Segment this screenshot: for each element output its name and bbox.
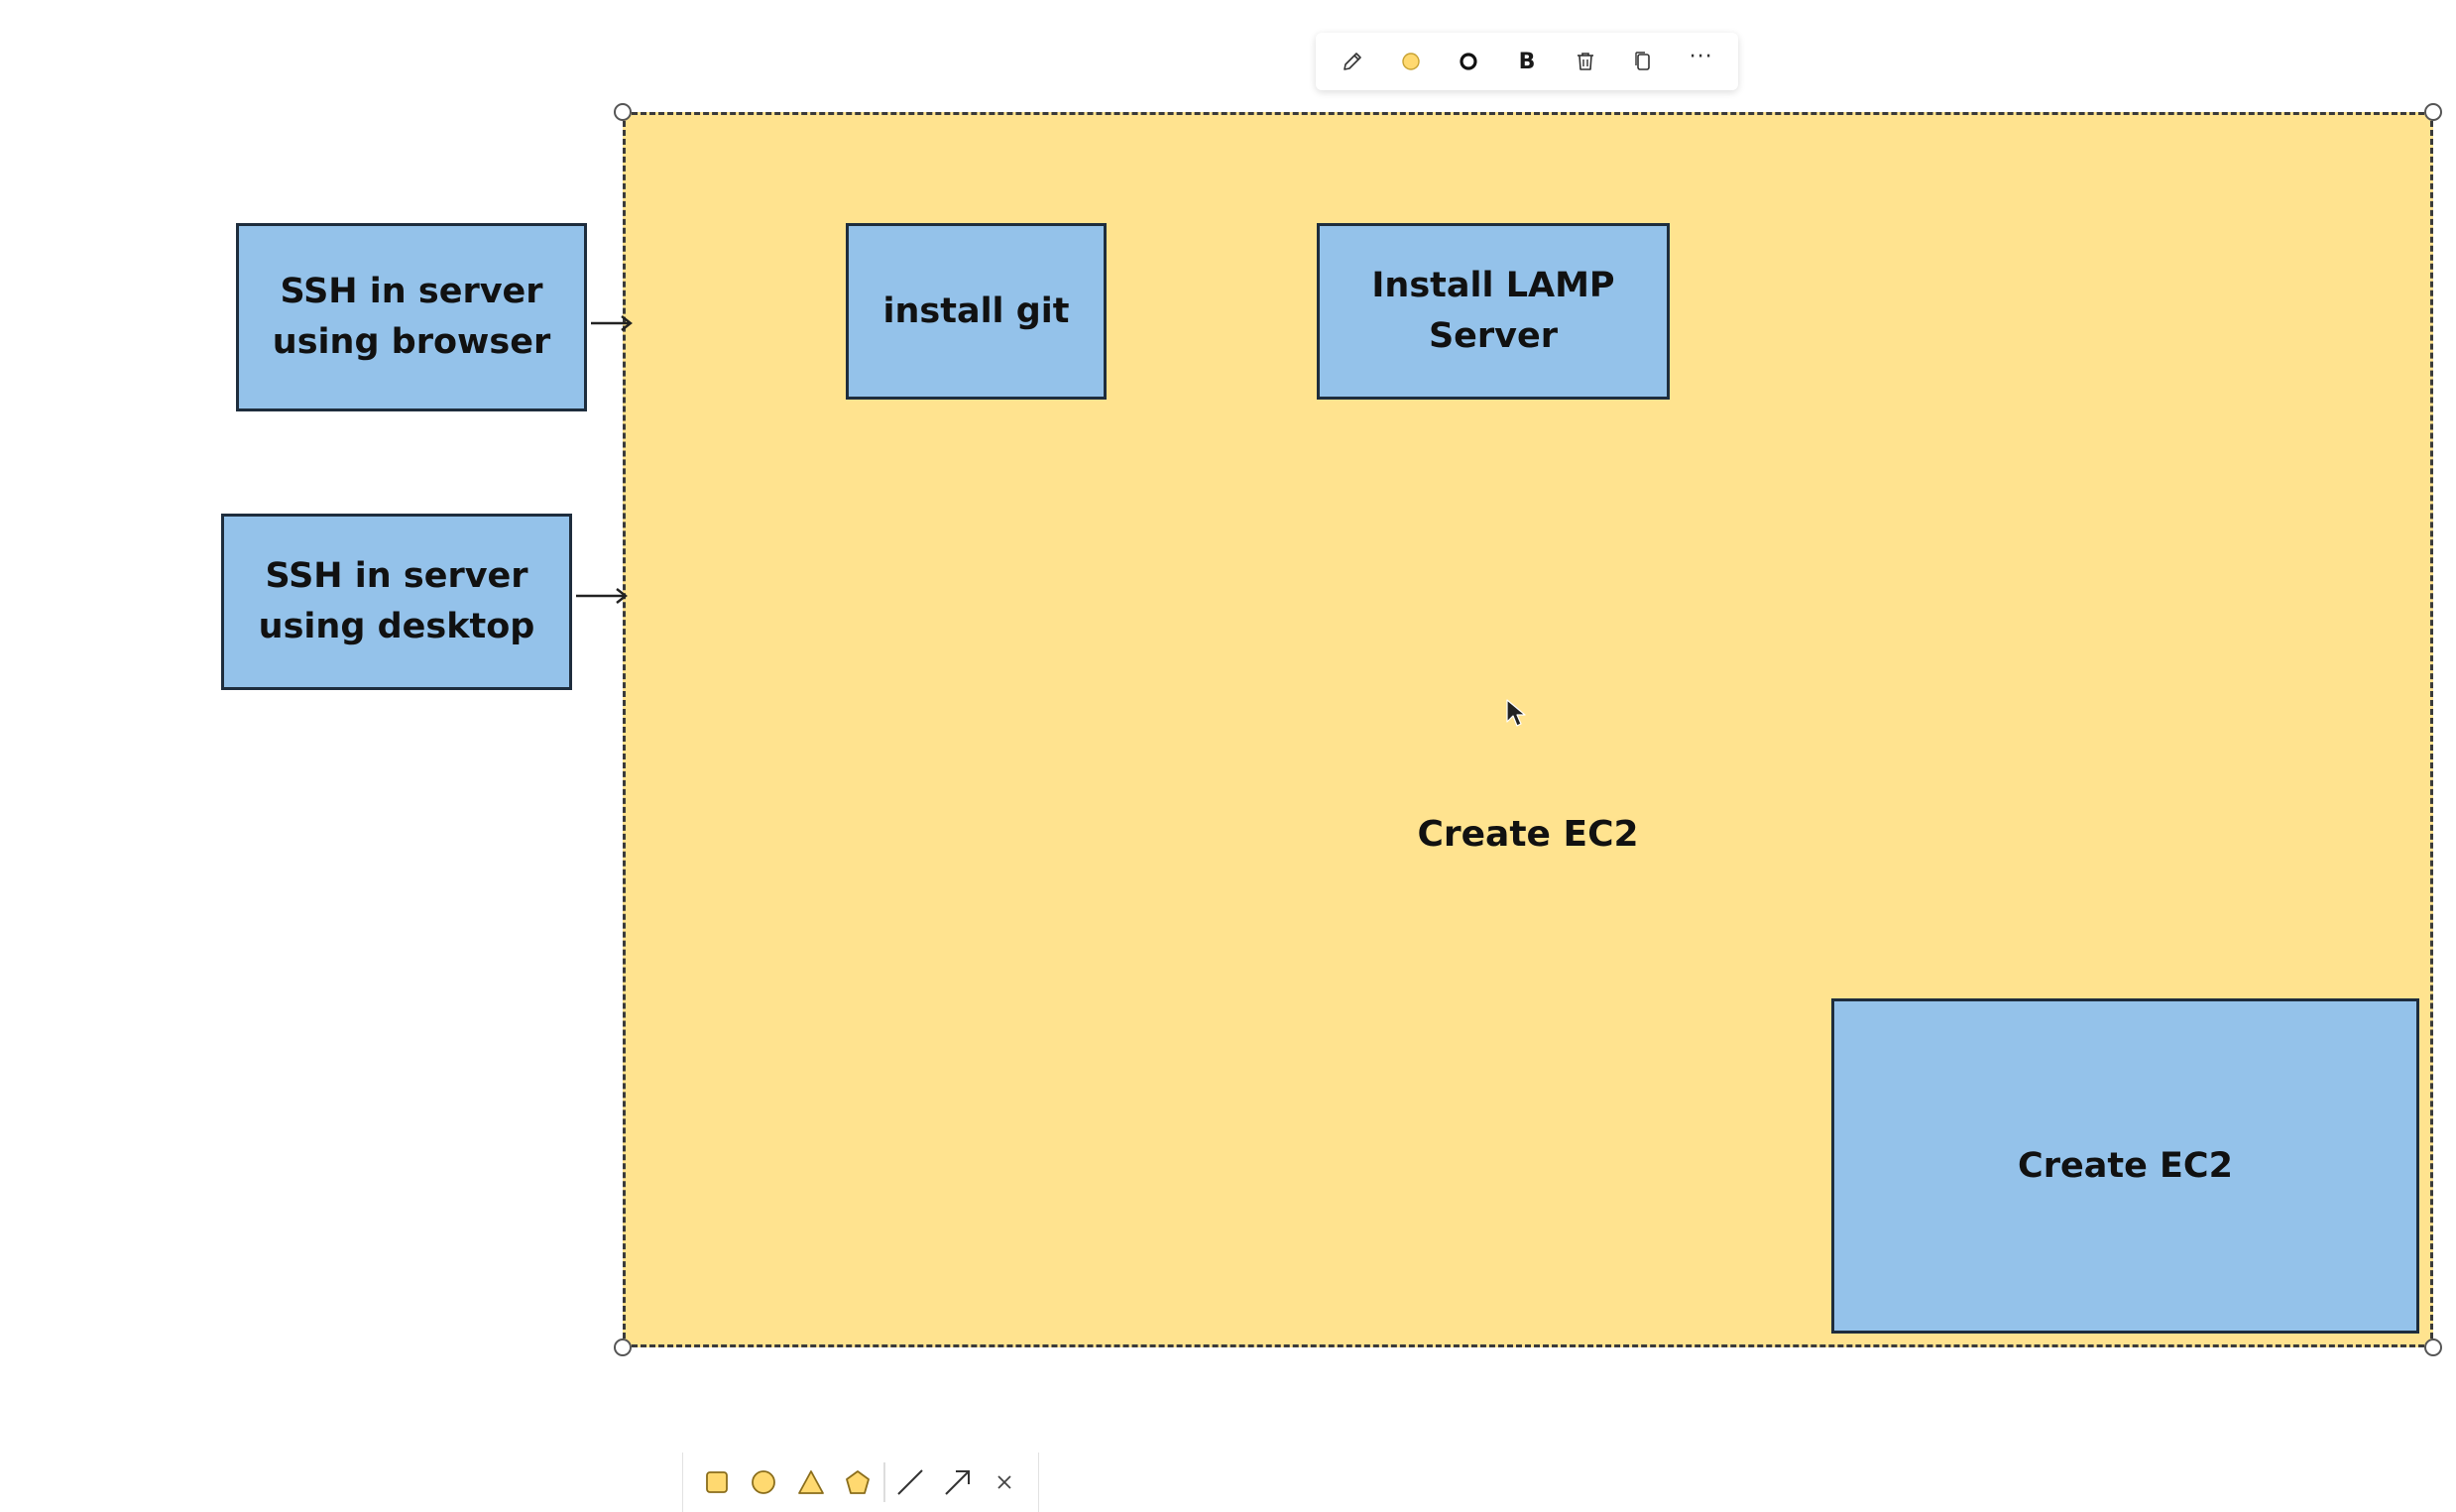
arrow-connector[interactable] (589, 313, 635, 333)
ssh-browser-box[interactable]: SSH in server using browser (236, 223, 587, 411)
frame-label: Create EC2 (1417, 814, 1639, 855)
install-lamp-line2: Server (1428, 316, 1558, 356)
border-color-icon[interactable] (1449, 42, 1488, 81)
pencil-icon[interactable] (1333, 42, 1372, 81)
install-git-box[interactable]: install git (846, 223, 1107, 400)
resize-handle-bottom-left[interactable] (614, 1338, 632, 1356)
shape-insert-toolbar (682, 1453, 1039, 1512)
triangle-icon[interactable] (787, 1457, 834, 1507)
install-lamp-line1: Install LAMP (1371, 266, 1615, 306)
more-label: ··· (1689, 45, 1713, 69)
ssh-desktop-line2: using desktop (258, 607, 535, 646)
ssh-browser-line2: using browser (272, 322, 551, 362)
mouse-cursor-icon (1506, 699, 1526, 727)
line-icon[interactable] (887, 1457, 934, 1507)
create-ec2-label: Create EC2 (2018, 1145, 2233, 1186)
trash-icon[interactable] (1566, 42, 1605, 81)
close-icon[interactable] (982, 1457, 1028, 1507)
resize-handle-top-left[interactable] (614, 103, 632, 121)
toolbar-divider (882, 1462, 885, 1502)
shape-format-toolbar: B ··· (1316, 33, 1738, 90)
create-ec2-box[interactable]: Create EC2 (1831, 998, 2419, 1334)
fill-color-icon[interactable] (1391, 42, 1431, 81)
ssh-browser-line1: SSH in server (280, 272, 543, 312)
ssh-desktop-line1: SSH in server (265, 556, 528, 597)
resize-handle-bottom-right[interactable] (2424, 1338, 2442, 1356)
arrow-connector[interactable] (574, 586, 630, 606)
ssh-desktop-box[interactable]: SSH in server using desktop (221, 514, 572, 690)
bold-icon[interactable]: B (1507, 42, 1547, 81)
install-lamp-box[interactable]: Install LAMP Server (1317, 223, 1670, 400)
arrow-icon[interactable] (934, 1457, 981, 1507)
rectangle-icon[interactable] (693, 1457, 740, 1507)
bold-label: B (1518, 49, 1536, 74)
circle-icon[interactable] (740, 1457, 786, 1507)
install-git-label: install git (882, 291, 1070, 331)
more-icon[interactable]: ··· (1682, 42, 1721, 81)
pentagon-icon[interactable] (834, 1457, 880, 1507)
copy-icon[interactable] (1623, 42, 1663, 81)
resize-handle-top-right[interactable] (2424, 103, 2442, 121)
